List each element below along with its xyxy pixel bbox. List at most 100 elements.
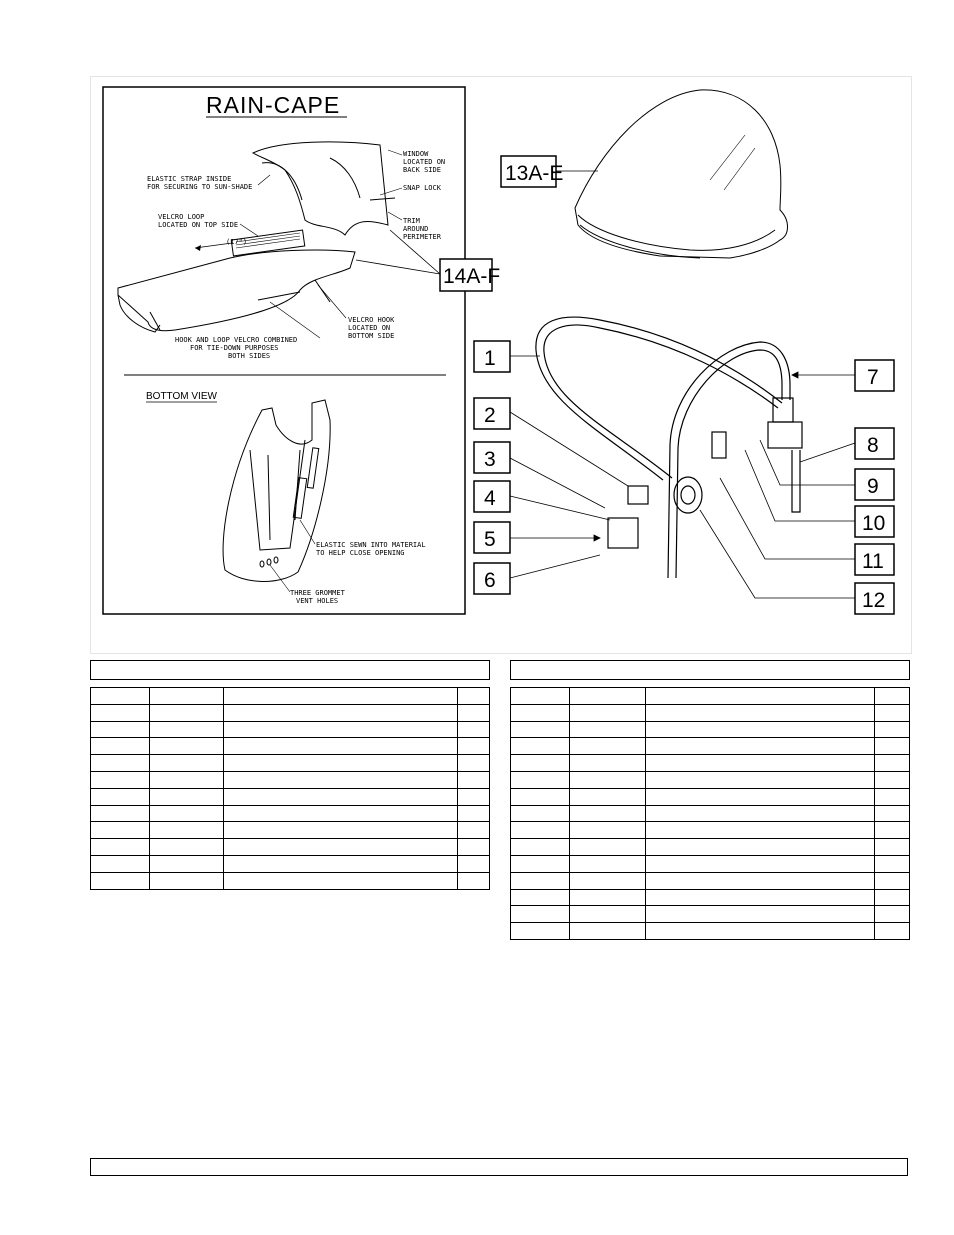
table-cell <box>644 703 876 722</box>
rain-cape-top-drawing <box>251 141 396 236</box>
table-row <box>90 854 490 873</box>
callout-6: 6 <box>484 569 496 592</box>
table-cell <box>457 703 490 722</box>
callout-7: 7 <box>867 366 879 389</box>
table-cell <box>568 754 646 772</box>
table-cell <box>510 787 570 806</box>
label-elastic-sewn-1: ELASTIC SEWN INTO MATERIAL <box>316 541 426 549</box>
table-row <box>510 754 910 772</box>
table-row <box>510 770 910 789</box>
table-row <box>90 754 490 772</box>
table-cell <box>90 720 150 739</box>
table-cell <box>644 905 876 924</box>
rain-cape-panel-border <box>102 86 466 615</box>
table-cell <box>568 787 646 806</box>
callout-13A-E: 13A-E <box>500 155 598 188</box>
label-trim-3: PERIMETER <box>403 233 442 241</box>
table-cell <box>874 838 910 856</box>
table-cell <box>874 787 910 806</box>
table-cell <box>510 737 570 756</box>
table-row <box>510 854 910 873</box>
label-elastic-sewn-2: TO HELP CLOSE OPENING <box>316 549 405 557</box>
rain-cape-bag-drawing <box>117 249 356 333</box>
table-cell <box>222 871 459 890</box>
frame-leader-lines <box>509 355 856 599</box>
table-row <box>510 905 910 924</box>
table-cell <box>148 871 224 890</box>
table-cell <box>222 687 459 705</box>
table-cell <box>222 838 459 856</box>
svg-text:13A-E: 13A-E <box>505 162 563 185</box>
table-row <box>90 871 490 890</box>
table-cell <box>457 804 490 823</box>
table-cell <box>222 787 459 806</box>
label-elastic-strap-2: FOR SECURING TO SUN-SHADE <box>147 183 252 191</box>
label-hook-loop-2: FOR TIE-DOWN PURPOSES <box>190 344 279 352</box>
table-cell <box>510 687 570 705</box>
parts-table-right-header <box>510 660 910 680</box>
callout-14A-F: 14A-F <box>355 229 500 292</box>
table-cell <box>874 922 910 940</box>
label-window-3: BACK SIDE <box>403 166 441 174</box>
table-cell <box>644 838 876 856</box>
table-cell <box>90 737 150 756</box>
table-row <box>90 703 490 722</box>
table-cell <box>644 888 876 907</box>
table-cell <box>568 720 646 739</box>
table-cell <box>90 787 150 806</box>
label-velcro-hook-3: BOTTOM SIDE <box>348 332 394 340</box>
table-cell <box>90 821 150 840</box>
table-cell <box>568 838 646 856</box>
table-cell <box>568 922 646 940</box>
table-row <box>510 737 910 756</box>
table-cell <box>568 854 646 873</box>
table-cell <box>148 854 224 873</box>
table-row <box>510 703 910 722</box>
table-cell <box>510 720 570 739</box>
callout-10: 10 <box>862 512 885 535</box>
label-elastic-strap-1: ELASTIC STRAP INSIDE <box>147 175 231 183</box>
label-window-1: WINDOW <box>403 150 429 158</box>
callout-8: 8 <box>867 434 879 457</box>
callout-1: 1 <box>484 347 496 370</box>
table-cell <box>874 854 910 873</box>
table-cell <box>644 737 876 756</box>
svg-text:14A-F: 14A-F <box>443 265 500 288</box>
table-cell <box>510 838 570 856</box>
table-cell <box>510 922 570 940</box>
callout-9: 9 <box>867 475 879 498</box>
table-cell <box>148 770 224 789</box>
table-cell <box>644 787 876 806</box>
label-velcro-loop-2: LOCATED ON TOP SIDE <box>158 221 238 229</box>
parts-table-left-header <box>90 660 490 680</box>
table-cell <box>874 754 910 772</box>
label-grommet-2: VENT HOLES <box>296 597 338 605</box>
table-row <box>510 821 910 840</box>
table-row <box>90 720 490 739</box>
table-cell <box>568 737 646 756</box>
table-cell <box>644 754 876 772</box>
table-cell <box>874 804 910 823</box>
frame-assembly-drawing <box>535 316 803 579</box>
rain-cape-labels: WINDOW LOCATED ON BACK SIDE ELASTIC STRA… <box>147 149 445 360</box>
table-cell <box>90 754 150 772</box>
label-velcro-hook-1: VELCRO HOOK <box>348 316 395 324</box>
table-cell <box>644 720 876 739</box>
table-cell <box>874 871 910 890</box>
table-cell <box>222 737 459 756</box>
label-hook-loop-1: HOOK AND LOOP VELCRO COMBINED <box>175 336 297 344</box>
table-cell <box>222 804 459 823</box>
table-cell <box>568 770 646 789</box>
table-cell <box>510 821 570 840</box>
callout-4: 4 <box>484 487 496 510</box>
table-cell <box>568 871 646 890</box>
table-cell <box>222 754 459 772</box>
table-cell <box>148 804 224 823</box>
table-row <box>510 871 910 890</box>
table-cell <box>510 905 570 924</box>
parts-diagram: RAIN-CAPE WINDOW LOCATED ON BACK SIDE EL… <box>102 86 895 615</box>
table-cell <box>222 720 459 739</box>
table-cell <box>510 871 570 890</box>
table-row <box>90 770 490 789</box>
table-cell <box>874 703 910 722</box>
